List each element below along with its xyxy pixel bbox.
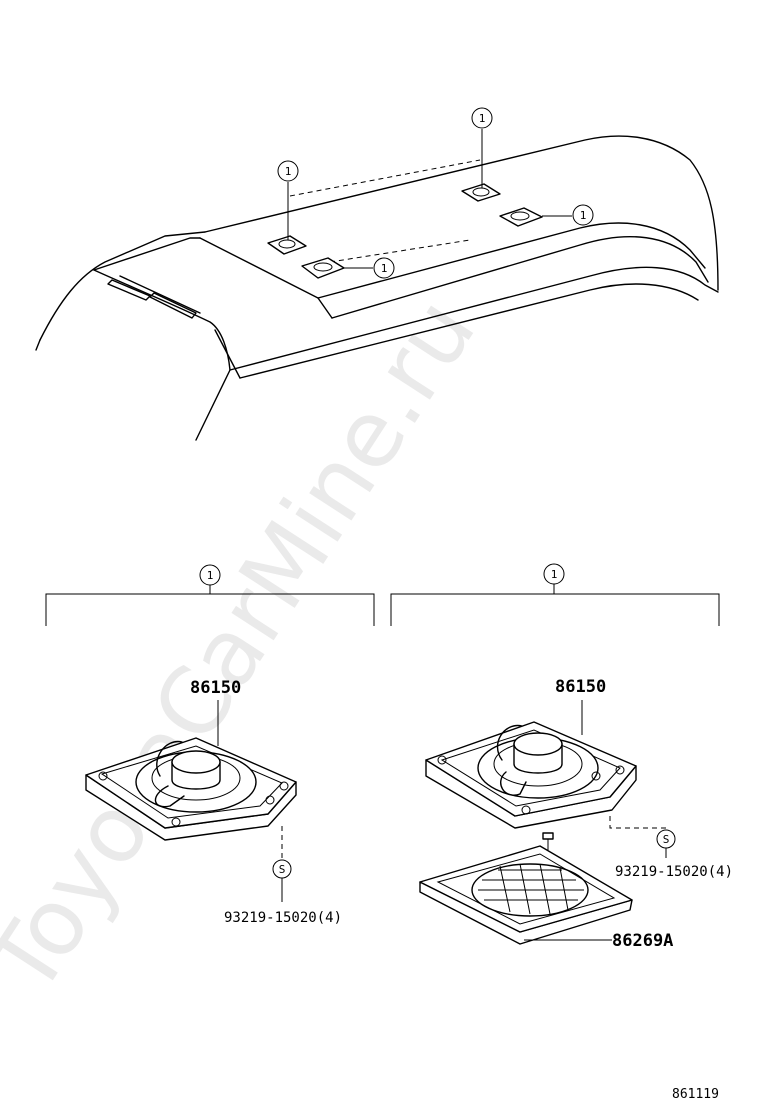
svg-text:S: S [663, 833, 670, 846]
svg-text:1: 1 [580, 209, 587, 222]
screw-right: S [609, 816, 676, 858]
roof-speaker-mount-4 [499, 207, 543, 227]
speaker-right [425, 721, 637, 829]
grille-part-number: 86269A [612, 931, 673, 951]
speaker-grille [419, 832, 633, 945]
screw-part-number-right: 93219-15020(4) [615, 864, 733, 880]
svg-text:1: 1 [479, 112, 486, 125]
bracket-left: 1 [45, 564, 375, 626]
svg-text:1: 1 [207, 569, 214, 582]
svg-text:1: 1 [551, 568, 558, 581]
svg-text:1: 1 [285, 165, 292, 178]
watermark: ToyotaCarMine.ru [0, 280, 496, 1013]
callout-roof-3: 1 [471, 107, 493, 188]
speaker-left [85, 737, 297, 841]
diagram-code: 861119 [672, 1087, 719, 1102]
vehicle-roof-illustration [35, 135, 719, 441]
screw-part-number-left: 93219-15020(4) [224, 910, 342, 926]
speaker-part-number-left: 86150 [190, 678, 241, 698]
callout-roof-2: 1 [344, 257, 395, 279]
bracket-right: 1 [390, 563, 720, 626]
roof-speaker-mount-1 [267, 235, 307, 255]
roof-speaker-mount-2 [301, 257, 345, 279]
svg-text:S: S [279, 863, 286, 876]
svg-text:1: 1 [381, 262, 388, 275]
screw-left: S [272, 826, 292, 902]
speaker-part-number-right: 86150 [555, 677, 606, 697]
roof-speaker-mount-3 [461, 183, 501, 202]
callout-roof-1: 1 [277, 160, 299, 240]
callout-roof-4: 1 [542, 204, 594, 226]
